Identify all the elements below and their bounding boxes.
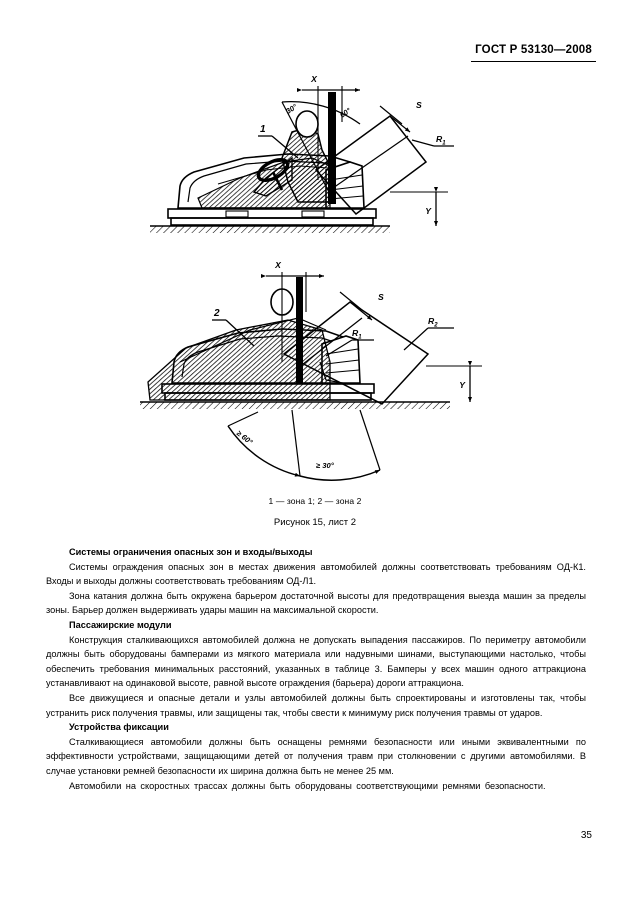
dimension-y-2 — [426, 361, 482, 402]
paragraph-2: Зона катания должна быть окружена барьер… — [46, 590, 586, 616]
dimension-y-label-2: Y — [459, 380, 466, 390]
dimension-y-label-1: Y — [425, 206, 432, 216]
paragraph-3: Конструкция сталкивающихся автомобилей д… — [46, 634, 586, 689]
dimension-s-1 — [379, 105, 411, 133]
dimension-x-label-2: X — [274, 260, 282, 270]
dimension-r1-1 — [411, 139, 454, 147]
zone-2-leader — [212, 319, 255, 347]
angle-30-arc-1 — [281, 101, 361, 195]
angle-arcs-below — [227, 409, 381, 481]
angle-30-label-1: 30° — [284, 102, 298, 116]
zone-1-hatch-region — [197, 157, 331, 209]
dimension-r1-2 — [325, 339, 374, 357]
paragraph-6: Автомобили на скоростных трассах должны … — [69, 780, 546, 791]
page-number: 35 — [580, 830, 592, 841]
figure-caption: Рисунок 15, лист 2 — [273, 517, 357, 528]
safety-pole-1 — [328, 92, 336, 204]
paragraph-4: Все движущиеся и опасные детали и узлы а… — [46, 692, 586, 718]
section-heading-passenger-modules: Пассажирские модули — [69, 619, 172, 630]
dimension-r2-label-2: R2 — [428, 316, 438, 328]
paragraph-1: Системы ограждения опасных зон в местах … — [46, 561, 586, 587]
vehicle-chassis-1 — [167, 208, 377, 226]
dimension-r2-2 — [403, 327, 454, 351]
dimension-s-label-1: S — [416, 100, 422, 110]
sheet-1-drawing: 30° 60° X S — [150, 74, 454, 233]
angle-min-30-label: ≥ 30° — [316, 461, 335, 470]
ground-line-2 — [140, 401, 450, 409]
zone-2-label: 2 — [213, 308, 220, 319]
section-heading-zone-systems: Системы ограничения опасных зон и входы/… — [69, 547, 313, 557]
zone-1-label: 1 — [260, 124, 266, 135]
ground-line-1 — [150, 225, 390, 233]
dimension-r1-label-2: R1 — [352, 328, 362, 340]
dimension-s-2 — [339, 291, 373, 321]
angle-min-60-label: ≥ 60° — [235, 428, 255, 447]
body-content: Системы ограничения опасных зон и входы/… — [46, 545, 586, 793]
zone-envelope-1 — [314, 114, 428, 216]
figure-legend: 1 — зона 1; 2 — зона 2 — [268, 496, 362, 506]
section-heading-restraint-devices: Устройства фиксации — [69, 722, 169, 733]
dimension-r1-label-1: R1 — [436, 134, 446, 146]
sheet-2-drawing: X S R1 R2 — [140, 260, 482, 481]
dimension-s-label-2: S — [378, 292, 384, 302]
zone-2-hatch-region — [147, 317, 331, 401]
document-standard-header: ГОСТ Р 53130—2008 — [471, 44, 596, 63]
zone-1-leader — [258, 135, 299, 159]
dimension-x-1 — [297, 86, 360, 180]
figure-drawing: 30° 60° X S — [140, 74, 482, 481]
figure-15-sheet-2: 30° 60° X S — [30, 62, 600, 492]
dimension-y-1 — [390, 187, 448, 226]
paragraph-5: Сталкивающиеся автомобили должны быть ос… — [46, 736, 586, 776]
standard-number: ГОСТ Р 53130—2008 — [475, 44, 592, 56]
zone-envelope-2 — [282, 301, 430, 405]
header-rule — [471, 61, 596, 63]
dimension-x-label-1: X — [310, 74, 318, 84]
dimension-x-2 — [261, 272, 324, 362]
